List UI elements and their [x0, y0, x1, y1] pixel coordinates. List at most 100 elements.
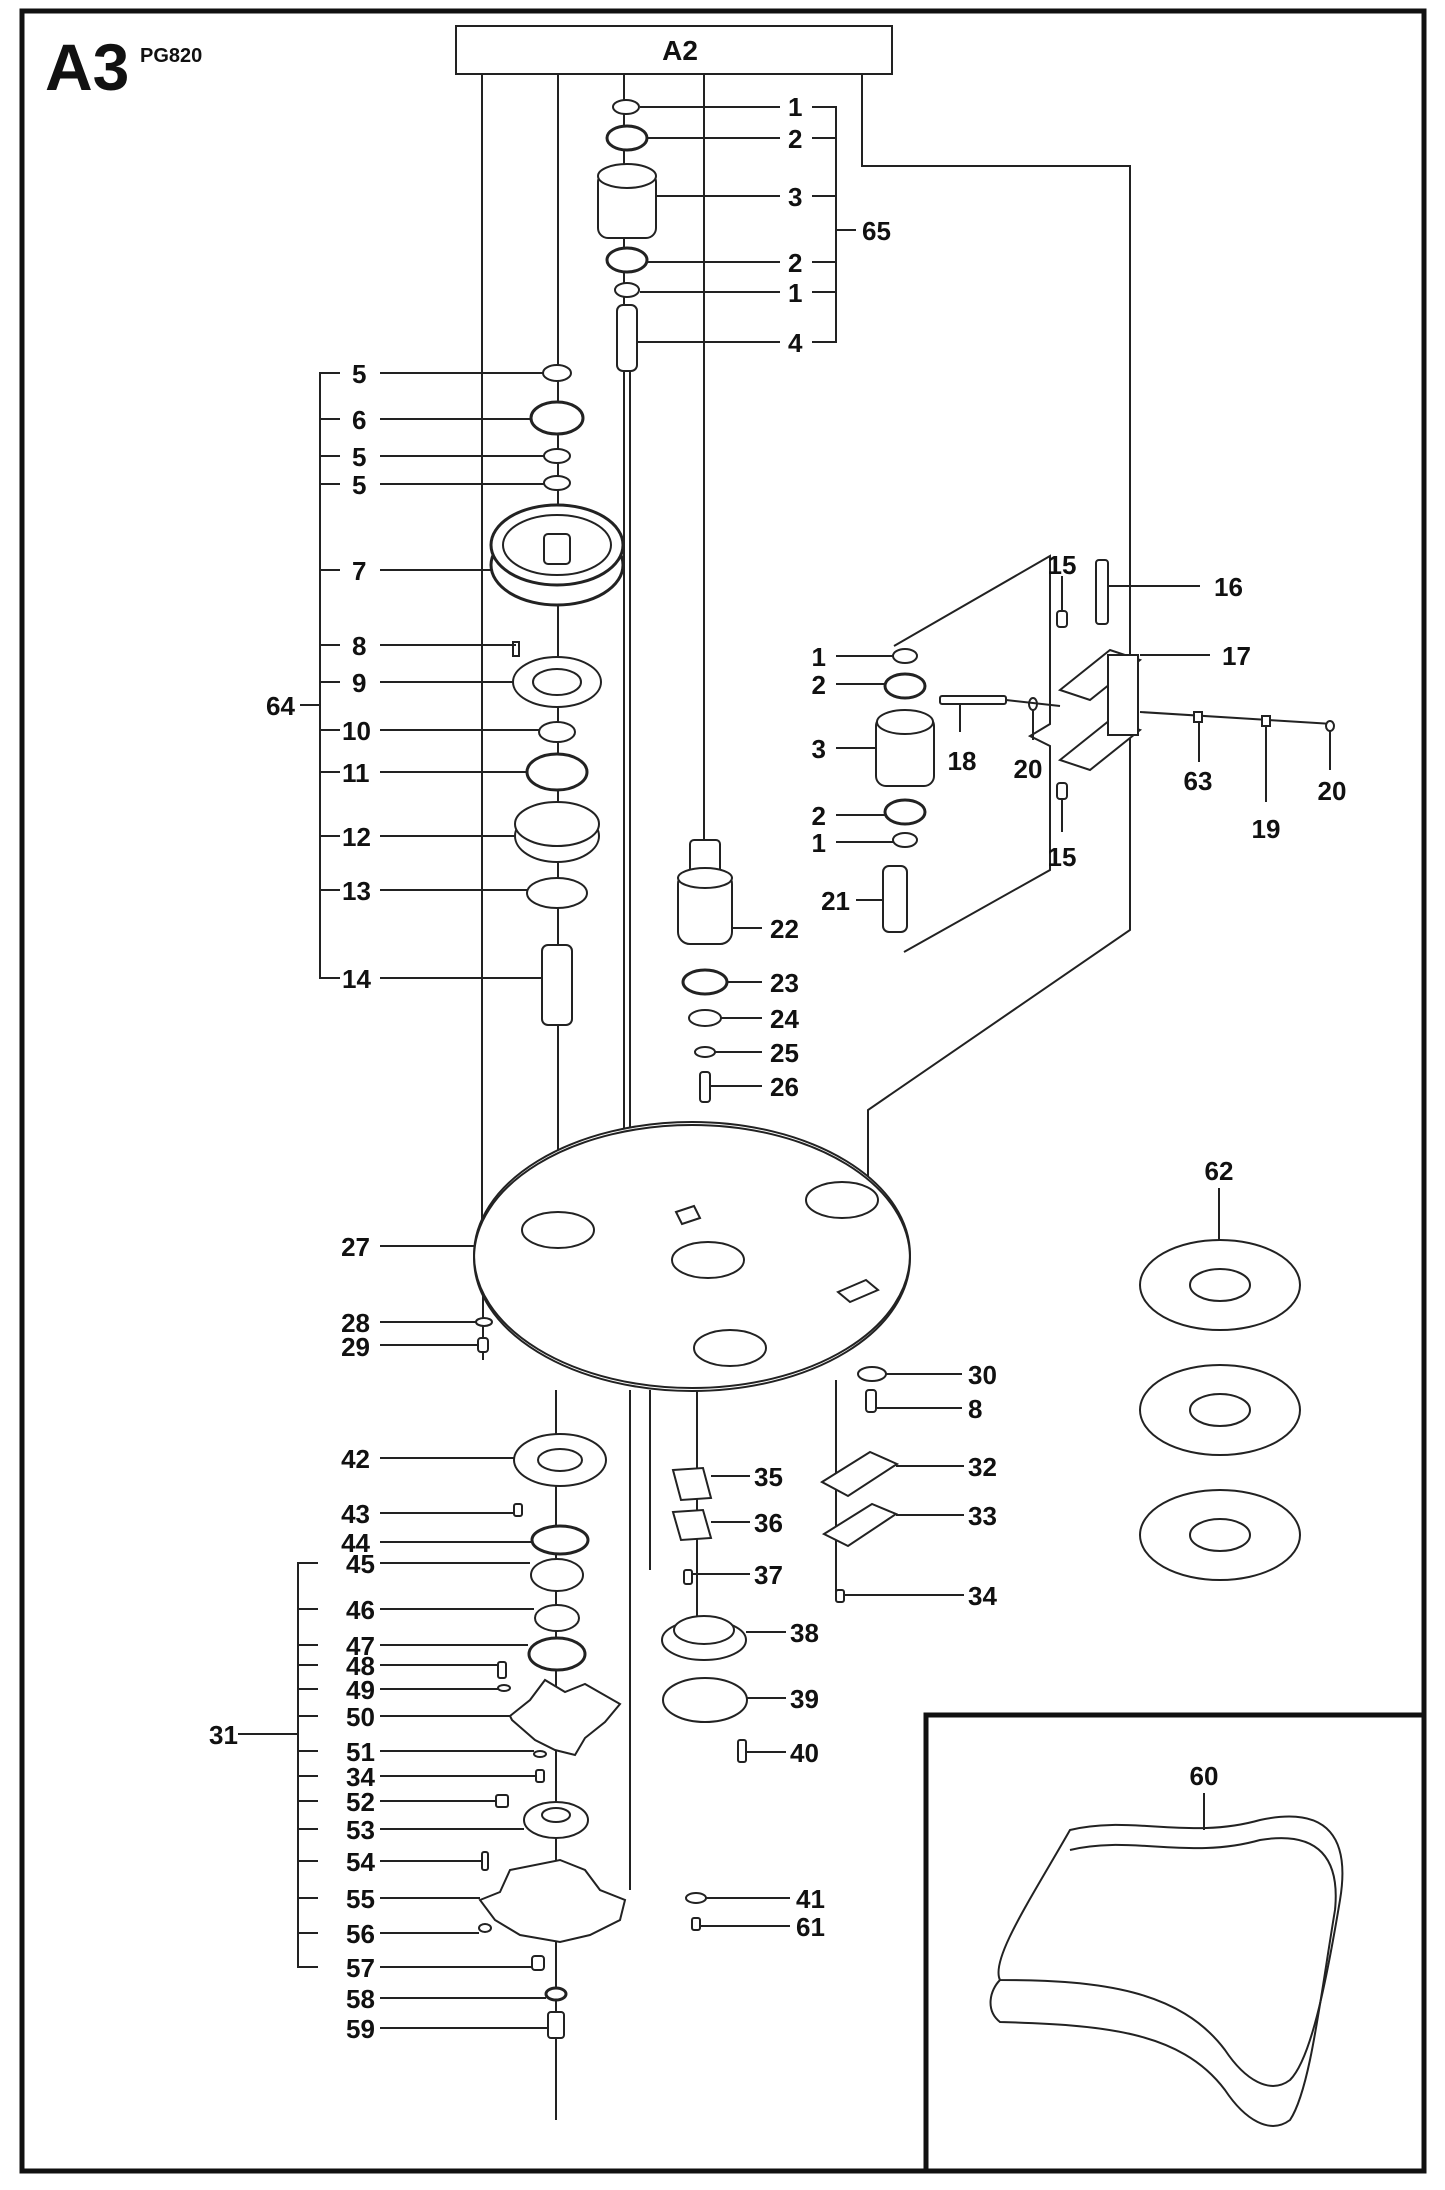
bracket-callouts: 15 16 17 18 20 63 19 20 15	[948, 550, 1347, 872]
lower-stack-parts	[478, 1558, 627, 2039]
callout-label[interactable]: 56	[346, 1919, 375, 1949]
callout-label[interactable]: 2	[812, 801, 826, 831]
shaft-part	[616, 304, 638, 372]
group-65-callouts: 1 2 3 2 1 4 65	[637, 92, 891, 358]
callout-label[interactable]: 5	[352, 442, 366, 472]
bearing-part	[605, 246, 649, 274]
parent-assembly-label: A2	[662, 35, 698, 66]
callout-label[interactable]: 37	[754, 1560, 783, 1590]
callout-label[interactable]: 58	[346, 1984, 375, 2014]
callout-label[interactable]: 3	[812, 734, 826, 764]
top-stack-parts	[597, 99, 657, 372]
callout-label[interactable]: 50	[346, 1702, 375, 1732]
callout-label[interactable]: 59	[346, 2014, 375, 2044]
right-stack-parts	[875, 554, 1051, 953]
callout-label[interactable]: 10	[342, 716, 371, 746]
callout-label[interactable]: 15	[1048, 550, 1077, 580]
callout-label[interactable]: 41	[796, 1884, 825, 1914]
callout-label[interactable]: 1	[788, 92, 802, 122]
callout-label[interactable]: 46	[346, 1595, 375, 1625]
callout-label[interactable]: 57	[346, 1953, 375, 1983]
plate-callouts: 27 28 29 30 8	[341, 1232, 997, 1424]
callout-label[interactable]: 2	[788, 248, 802, 278]
callout-label[interactable]: 35	[754, 1462, 783, 1492]
callout-label[interactable]: 62	[1205, 1156, 1234, 1186]
callout-label[interactable]: 38	[790, 1618, 819, 1648]
parent-assembly-box[interactable]	[455, 25, 893, 75]
callout-label[interactable]: 15	[1048, 842, 1077, 872]
callout-label[interactable]: 36	[754, 1508, 783, 1538]
callout-label[interactable]: 5	[352, 470, 366, 500]
callout-label[interactable]: 34	[346, 1762, 375, 1792]
section-title: A3	[45, 30, 129, 104]
callout-label[interactable]: 54	[346, 1847, 375, 1877]
callout-label[interactable]: 14	[342, 964, 371, 994]
callout-label[interactable]: 55	[346, 1884, 375, 1914]
callout-label[interactable]: 11	[342, 758, 370, 788]
callout-label[interactable]: 49	[346, 1675, 375, 1705]
callout-label[interactable]: 8	[352, 631, 366, 661]
circlip-part	[612, 99, 640, 115]
callout-label[interactable]: 4	[788, 328, 803, 358]
callout-label[interactable]: 32	[968, 1452, 997, 1482]
group-label[interactable]: 31	[209, 1720, 238, 1750]
callout-label[interactable]: 2	[788, 124, 802, 154]
callout-label[interactable]: 12	[342, 822, 371, 852]
callout-label[interactable]: 60	[1190, 1761, 1219, 1791]
callout-label[interactable]: 1	[812, 642, 826, 672]
callout-label[interactable]: 45	[346, 1549, 375, 1579]
callout-label[interactable]: 22	[770, 914, 799, 944]
callout-label[interactable]: 63	[1184, 766, 1213, 796]
callout-label[interactable]: 9	[352, 668, 366, 698]
callout-label[interactable]: 52	[346, 1787, 375, 1817]
callout-label[interactable]: 2	[812, 670, 826, 700]
callout-label[interactable]: 18	[948, 746, 977, 776]
callout-label[interactable]: 16	[1214, 572, 1243, 602]
callout-label[interactable]: 13	[342, 876, 371, 906]
group-label[interactable]: 65	[862, 216, 891, 246]
callout-label[interactable]: 30	[968, 1360, 997, 1390]
callout-label[interactable]: 1	[788, 278, 802, 308]
callout-label[interactable]: 44	[341, 1528, 370, 1558]
callout-label[interactable]: 29	[341, 1332, 370, 1362]
callout-label[interactable]: 48	[346, 1651, 375, 1681]
callout-label[interactable]: 33	[968, 1501, 997, 1531]
callout-label[interactable]: 25	[770, 1038, 799, 1068]
callout-label[interactable]: 3	[788, 182, 802, 212]
callout-label[interactable]: 8	[968, 1394, 982, 1424]
callout-label[interactable]: 27	[341, 1232, 370, 1262]
callout-label[interactable]: 20	[1318, 776, 1347, 806]
callout-label[interactable]: 34	[968, 1581, 997, 1611]
callout-label[interactable]: 5	[352, 359, 366, 389]
callout-label[interactable]: 23	[770, 968, 799, 998]
bracket-assembly	[939, 559, 1335, 832]
model-label: PG820	[140, 45, 202, 67]
callout-label[interactable]: 61	[796, 1912, 825, 1942]
callout-label[interactable]: 19	[1252, 814, 1281, 844]
callout-label[interactable]: 24	[770, 1004, 799, 1034]
callout-label[interactable]: 20	[1014, 754, 1043, 784]
callout-label[interactable]: 53	[346, 1815, 375, 1845]
callout-label[interactable]: 51	[346, 1737, 375, 1767]
callout-label[interactable]: 42	[341, 1444, 370, 1474]
left-stack-parts	[489, 364, 625, 1026]
callout-label[interactable]: 21	[821, 886, 850, 916]
callout-label[interactable]: 47	[346, 1631, 375, 1661]
callout-label[interactable]: 6	[352, 405, 366, 435]
center-stack-callouts: 22 23 24 25 26	[710, 914, 799, 1102]
callout-label[interactable]: 1	[812, 828, 826, 858]
callout-label[interactable]: 7	[352, 556, 366, 586]
group-64-callouts: 5 6 5 5 7 8 9 10 11 12 13 14 64	[266, 359, 544, 994]
callout-label[interactable]: 39	[790, 1684, 819, 1714]
callout-label[interactable]: 26	[770, 1072, 799, 1102]
callout-label[interactable]: 28	[341, 1308, 370, 1338]
belt-inset: 60	[923, 1712, 1427, 2174]
callout-label[interactable]: 40	[790, 1738, 819, 1768]
circlip-part	[614, 282, 640, 298]
callout-label[interactable]: 43	[341, 1499, 370, 1529]
group-label[interactable]: 64	[266, 691, 295, 721]
right-stack-callouts: 1 2 3 2 1 21	[812, 642, 893, 916]
callout-label[interactable]: 17	[1222, 641, 1251, 671]
main-plate	[473, 1121, 911, 1392]
